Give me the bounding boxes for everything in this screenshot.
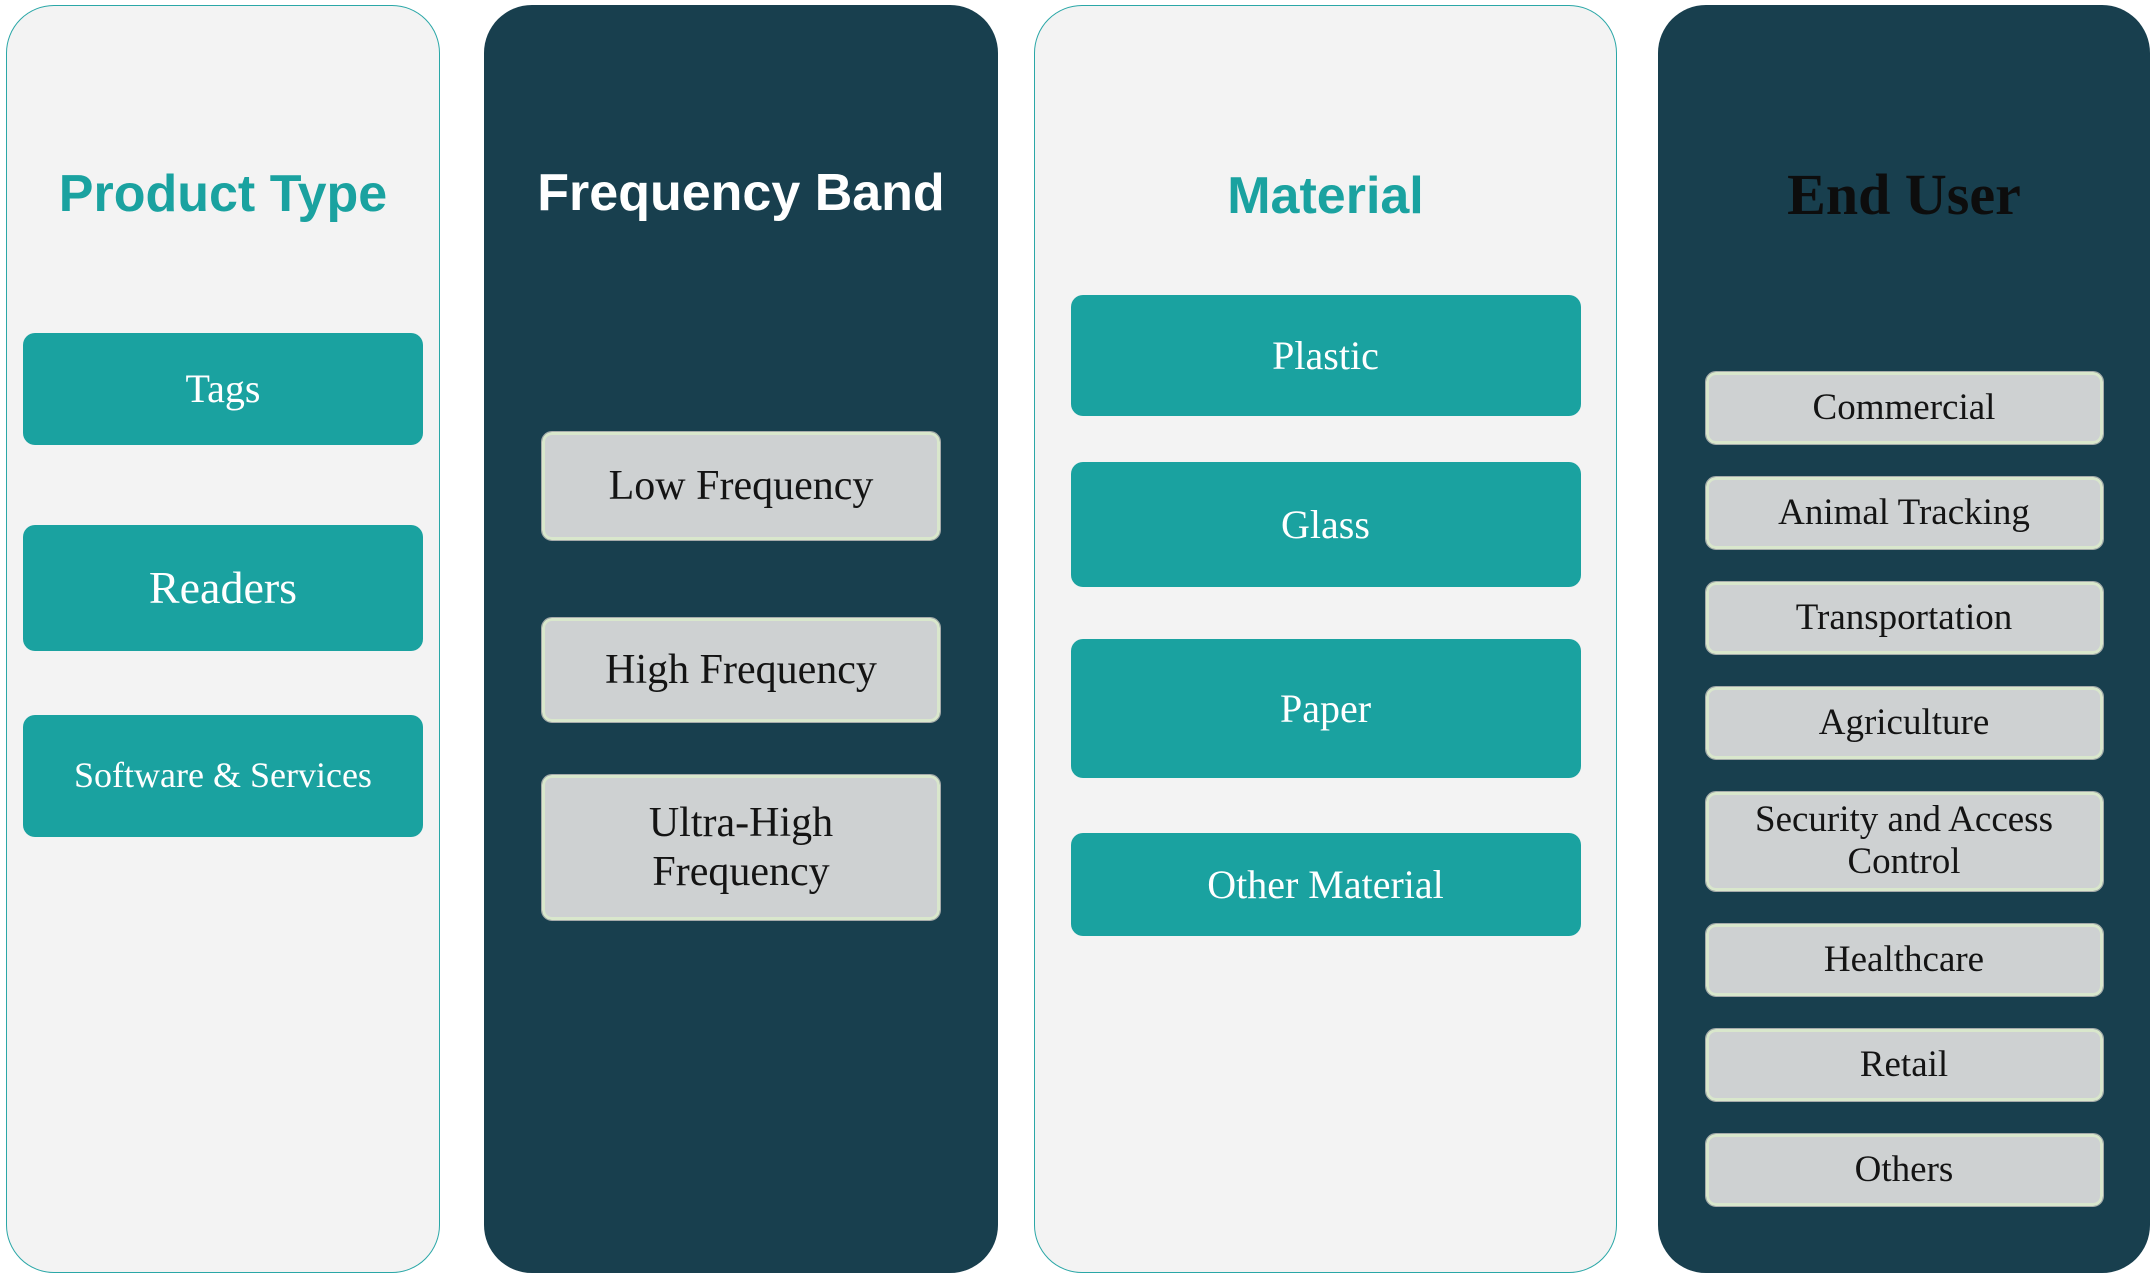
segment-high-frequency: High Frequency	[541, 617, 941, 724]
segment-commercial: Commercial	[1704, 370, 2104, 445]
segment-animal-tracking: Animal Tracking	[1704, 475, 2104, 550]
end-user-items: Commercial Animal Tracking Transportatio…	[1658, 370, 2150, 1207]
segment-agriculture: Agriculture	[1704, 685, 2104, 760]
column-frequency-band: Frequency Band Low Frequency High Freque…	[484, 5, 998, 1273]
segment-tags: Tags	[23, 333, 423, 446]
frequency-band-items: Low Frequency High Frequency Ultra-High …	[484, 431, 998, 922]
segment-paper: Paper	[1070, 639, 1581, 779]
column-end-user: End User Commercial Animal Tracking Tran…	[1658, 5, 2150, 1273]
segment-others: Others	[1704, 1132, 2104, 1207]
column-title-product-type: Product Type	[58, 165, 388, 223]
segment-low-frequency: Low Frequency	[541, 431, 941, 542]
segment-retail: Retail	[1704, 1027, 2104, 1102]
segment-readers: Readers	[23, 525, 423, 652]
segment-healthcare: Healthcare	[1704, 922, 2104, 997]
segment-security-access-control: Security and Access Control	[1704, 790, 2104, 892]
column-title-end-user: End User	[1787, 162, 2021, 227]
segment-ultra-high-frequency: Ultra-High Frequency	[541, 774, 941, 922]
segment-plastic: Plastic	[1070, 295, 1581, 417]
segment-software-services: Software & Services	[23, 715, 423, 838]
segment-transportation: Transportation	[1704, 580, 2104, 655]
segment-other-material: Other Material	[1070, 833, 1581, 937]
segment-glass: Glass	[1070, 462, 1581, 588]
material-items: Plastic Glass Paper Other Material	[1035, 295, 1616, 937]
column-material: Material Plastic Glass Paper Other Mater…	[1034, 5, 1617, 1273]
column-title-material: Material	[1227, 167, 1424, 225]
product-type-items: Tags Readers Software & Services	[7, 333, 439, 838]
column-product-type: Product Type Tags Readers Software & Ser…	[6, 5, 440, 1273]
column-title-frequency-band: Frequency Band	[537, 164, 945, 222]
